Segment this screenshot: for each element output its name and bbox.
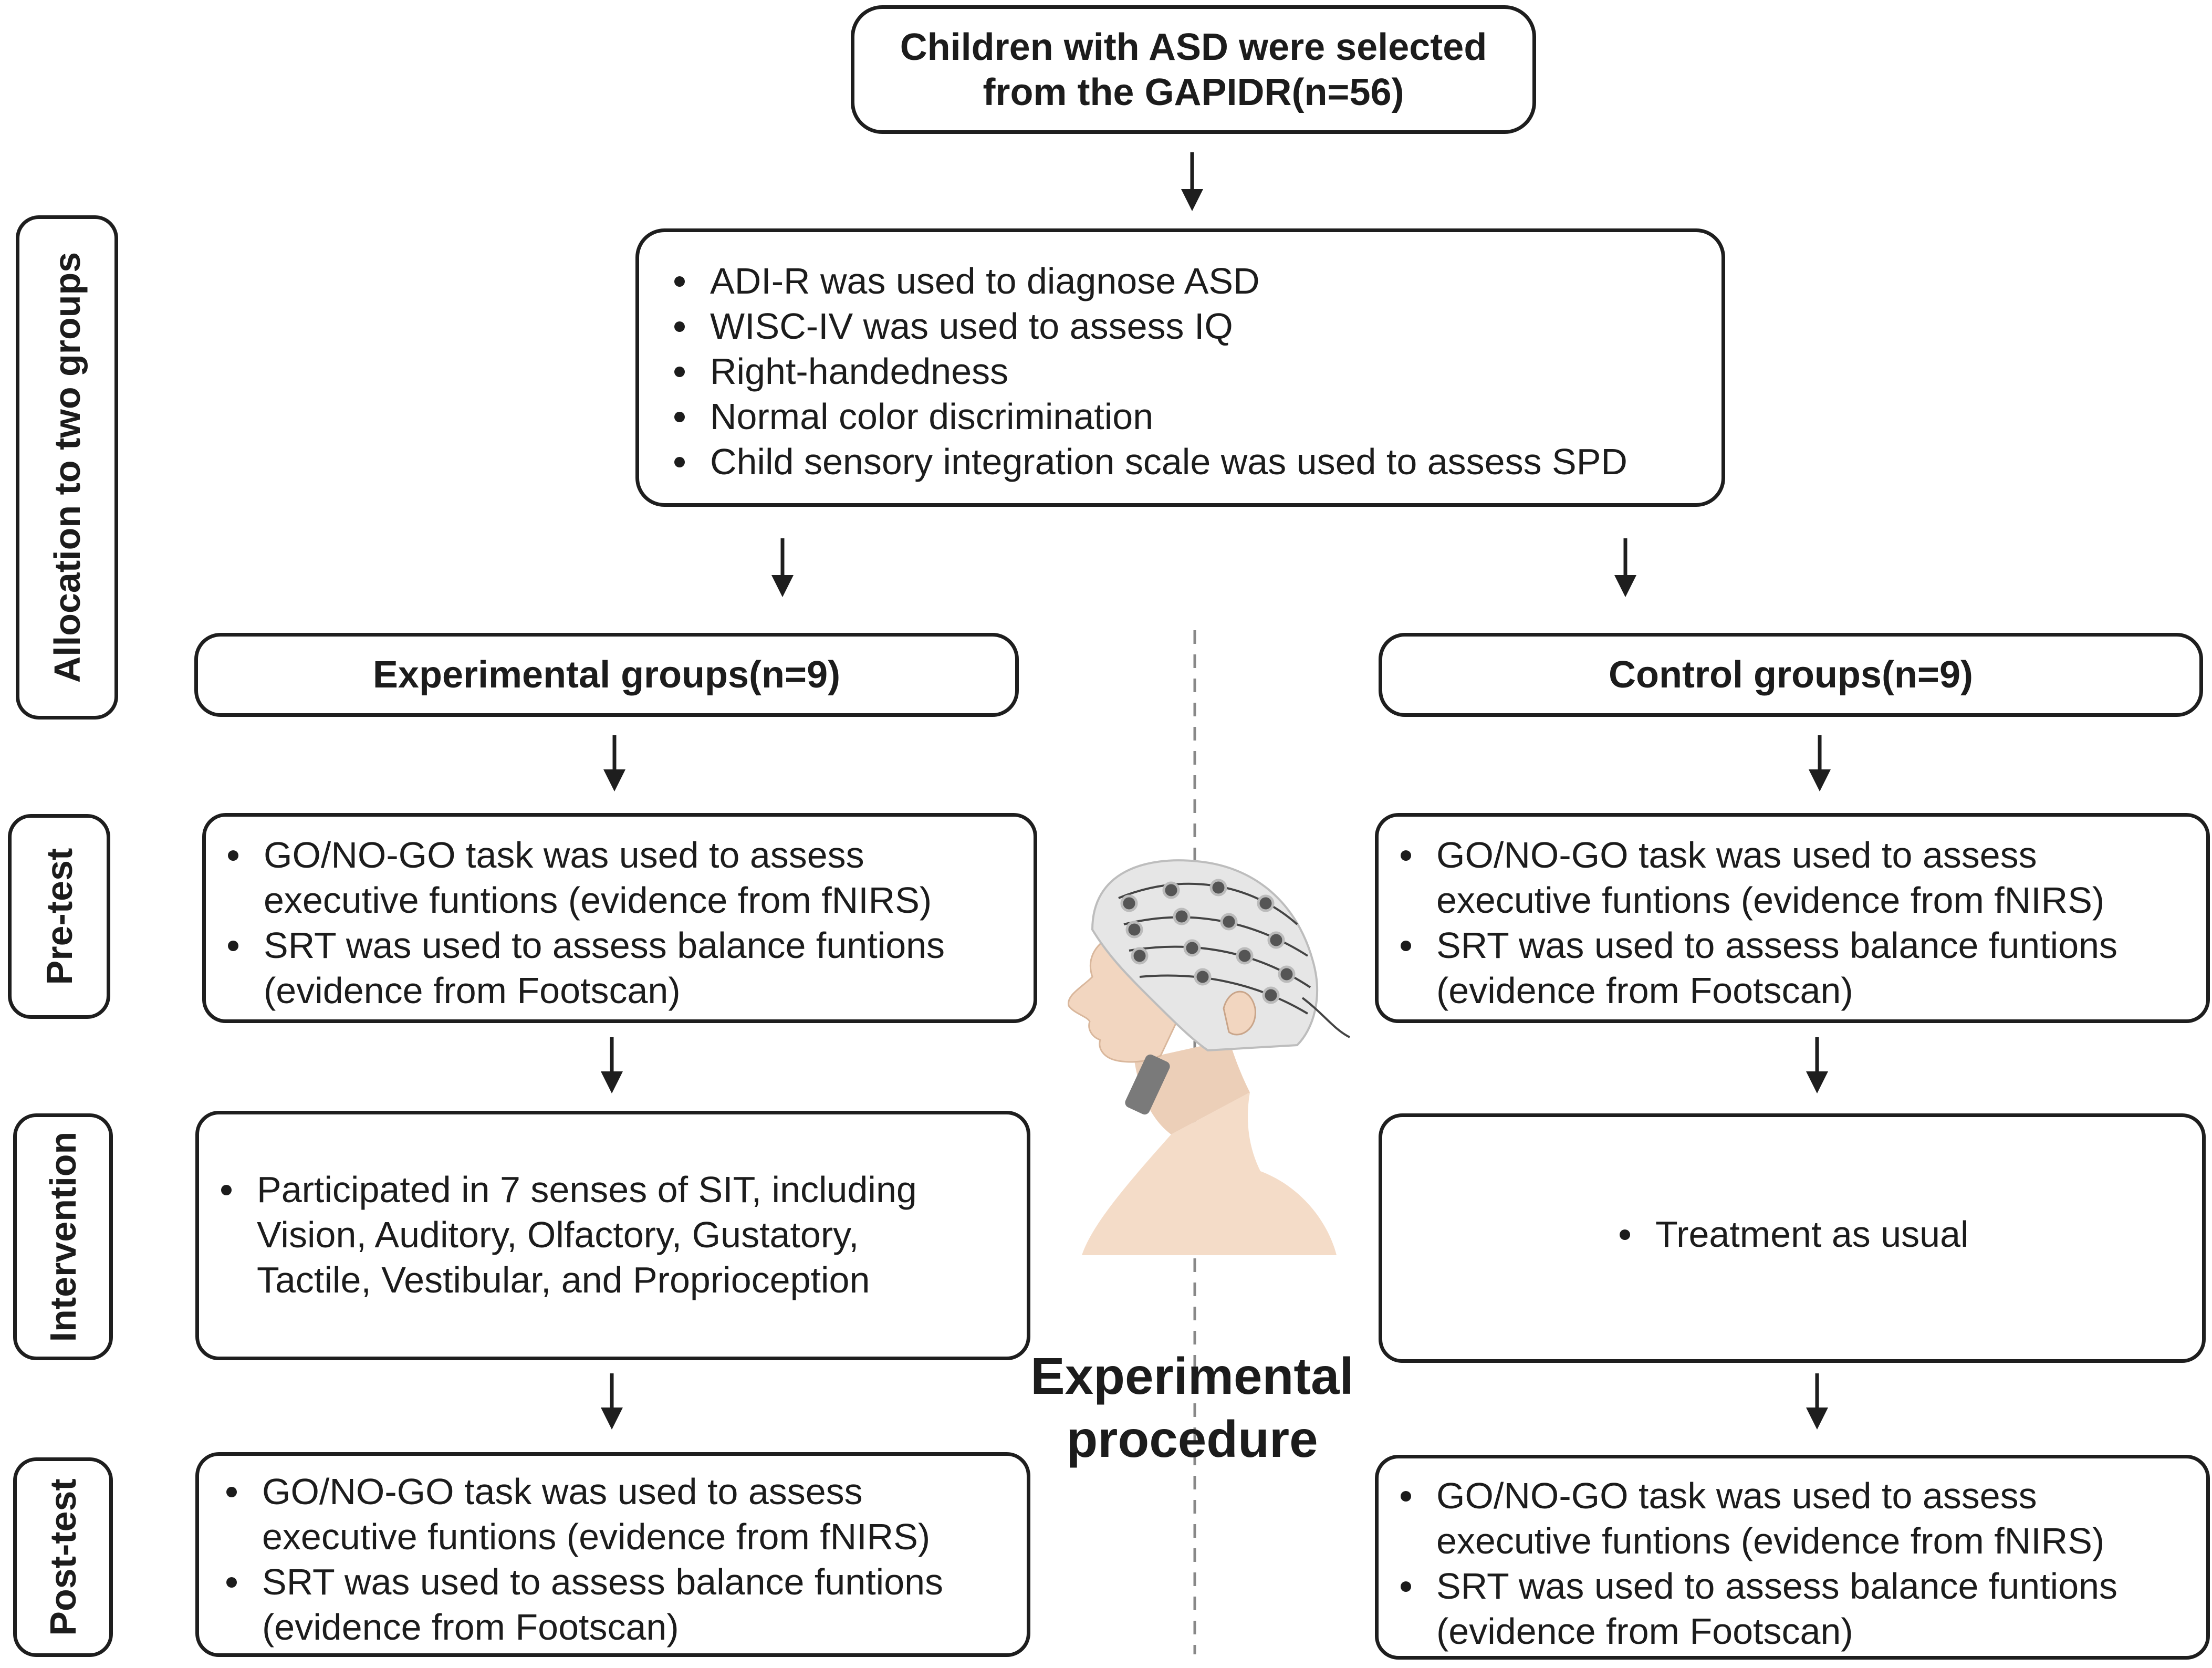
selection-line-1: Children with ASD were selected	[900, 26, 1487, 68]
control-group-box: Control groups(n=9)	[1379, 633, 2203, 717]
criteria-item: Child sensory integration scale was used…	[663, 439, 1627, 484]
pretest-item-gonogo: GO/NO-GO task was used to assess executi…	[1389, 832, 2117, 923]
control-intervention-box: Treatment as usual	[1379, 1113, 2206, 1363]
experimental-posttest-box: GO/NO-GO task was used to assess executi…	[195, 1452, 1030, 1657]
control-group-title: Control groups(n=9)	[1609, 654, 1973, 696]
experimental-group-box: Experimental groups(n=9)	[194, 633, 1019, 717]
pretest-item-srt: SRT was used to assess balance funtions …	[1389, 923, 2117, 1013]
criteria-item: WISC-IV was used to assess IQ	[663, 304, 1627, 349]
intervention-item-tau: Treatment as usual	[1608, 1212, 1969, 1257]
selection-box: Children with ASD were selected from the…	[851, 5, 1536, 134]
control-pretest-box: GO/NO-GO task was used to assess executi…	[1375, 813, 2210, 1023]
criteria-item: Right-handedness	[663, 349, 1627, 394]
experimental-procedure-line-1: Experimental	[1030, 1347, 1354, 1405]
intervention-item-sit: Participated in 7 senses of SIT, includi…	[210, 1167, 917, 1302]
pretest-item-gonogo: GO/NO-GO task was used to assess executi…	[216, 832, 945, 923]
fnirs-cap-head-icon	[1068, 859, 1350, 1255]
experimental-procedure-title: Experimental procedure	[972, 1344, 1413, 1471]
control-posttest-box: GO/NO-GO task was used to assess executi…	[1375, 1455, 2210, 1660]
control-pretest-list: GO/NO-GO task was used to assess executi…	[1389, 832, 2117, 1013]
experimental-pretest-box: GO/NO-GO task was used to assess executi…	[202, 813, 1037, 1023]
posttest-item-gonogo: GO/NO-GO task was used to assess executi…	[215, 1469, 943, 1559]
experimental-posttest-list: GO/NO-GO task was used to assess executi…	[215, 1469, 943, 1650]
selection-line-2: from the GAPIDR(n=56)	[983, 71, 1404, 113]
posttest-item-srt: SRT was used to assess balance funtions …	[215, 1559, 943, 1650]
criteria-item: Normal color discrimination	[663, 394, 1627, 439]
control-intervention-list: Treatment as usual	[1608, 1212, 1969, 1257]
experimental-pretest-list: GO/NO-GO task was used to assess executi…	[216, 832, 945, 1013]
experimental-group-title: Experimental groups(n=9)	[372, 654, 841, 696]
criteria-item: ADI-R was used to diagnose ASD	[663, 258, 1627, 304]
experimental-intervention-box: Participated in 7 senses of SIT, includi…	[195, 1111, 1030, 1360]
posttest-item-srt: SRT was used to assess balance funtions …	[1389, 1563, 2117, 1654]
phase-pretest: Pre-test	[8, 814, 110, 1019]
control-posttest-list: GO/NO-GO task was used to assess executi…	[1389, 1473, 2117, 1654]
pretest-item-srt: SRT was used to assess balance funtions …	[216, 923, 945, 1013]
posttest-item-gonogo: GO/NO-GO task was used to assess executi…	[1389, 1473, 2117, 1563]
phase-allocation: Allocation to two groups	[16, 215, 118, 720]
criteria-list: ADI-R was used to diagnose ASD WISC-IV w…	[663, 258, 1627, 484]
experimental-procedure-line-2: procedure	[1066, 1410, 1318, 1468]
phase-posttest: Post-test	[13, 1457, 113, 1657]
phase-intervention: Intervention	[13, 1113, 113, 1360]
experimental-intervention-list: Participated in 7 senses of SIT, includi…	[210, 1167, 917, 1302]
selection-text: Children with ASD were selected from the…	[854, 9, 1532, 130]
criteria-box: ADI-R was used to diagnose ASD WISC-IV w…	[635, 228, 1725, 507]
